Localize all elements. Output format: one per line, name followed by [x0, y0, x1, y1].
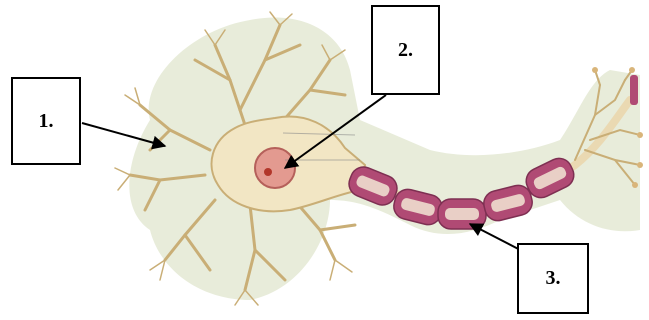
label-box-1: 1.: [11, 77, 81, 165]
label-box-2: 2.: [371, 5, 440, 95]
label-3-text: 3.: [546, 267, 561, 290]
nucleus: [255, 148, 295, 188]
label-1-text: 1.: [39, 110, 54, 133]
terminal-edge: [630, 75, 638, 105]
label-box-3: 3.: [517, 243, 589, 314]
label-2-text: 2.: [398, 39, 413, 62]
